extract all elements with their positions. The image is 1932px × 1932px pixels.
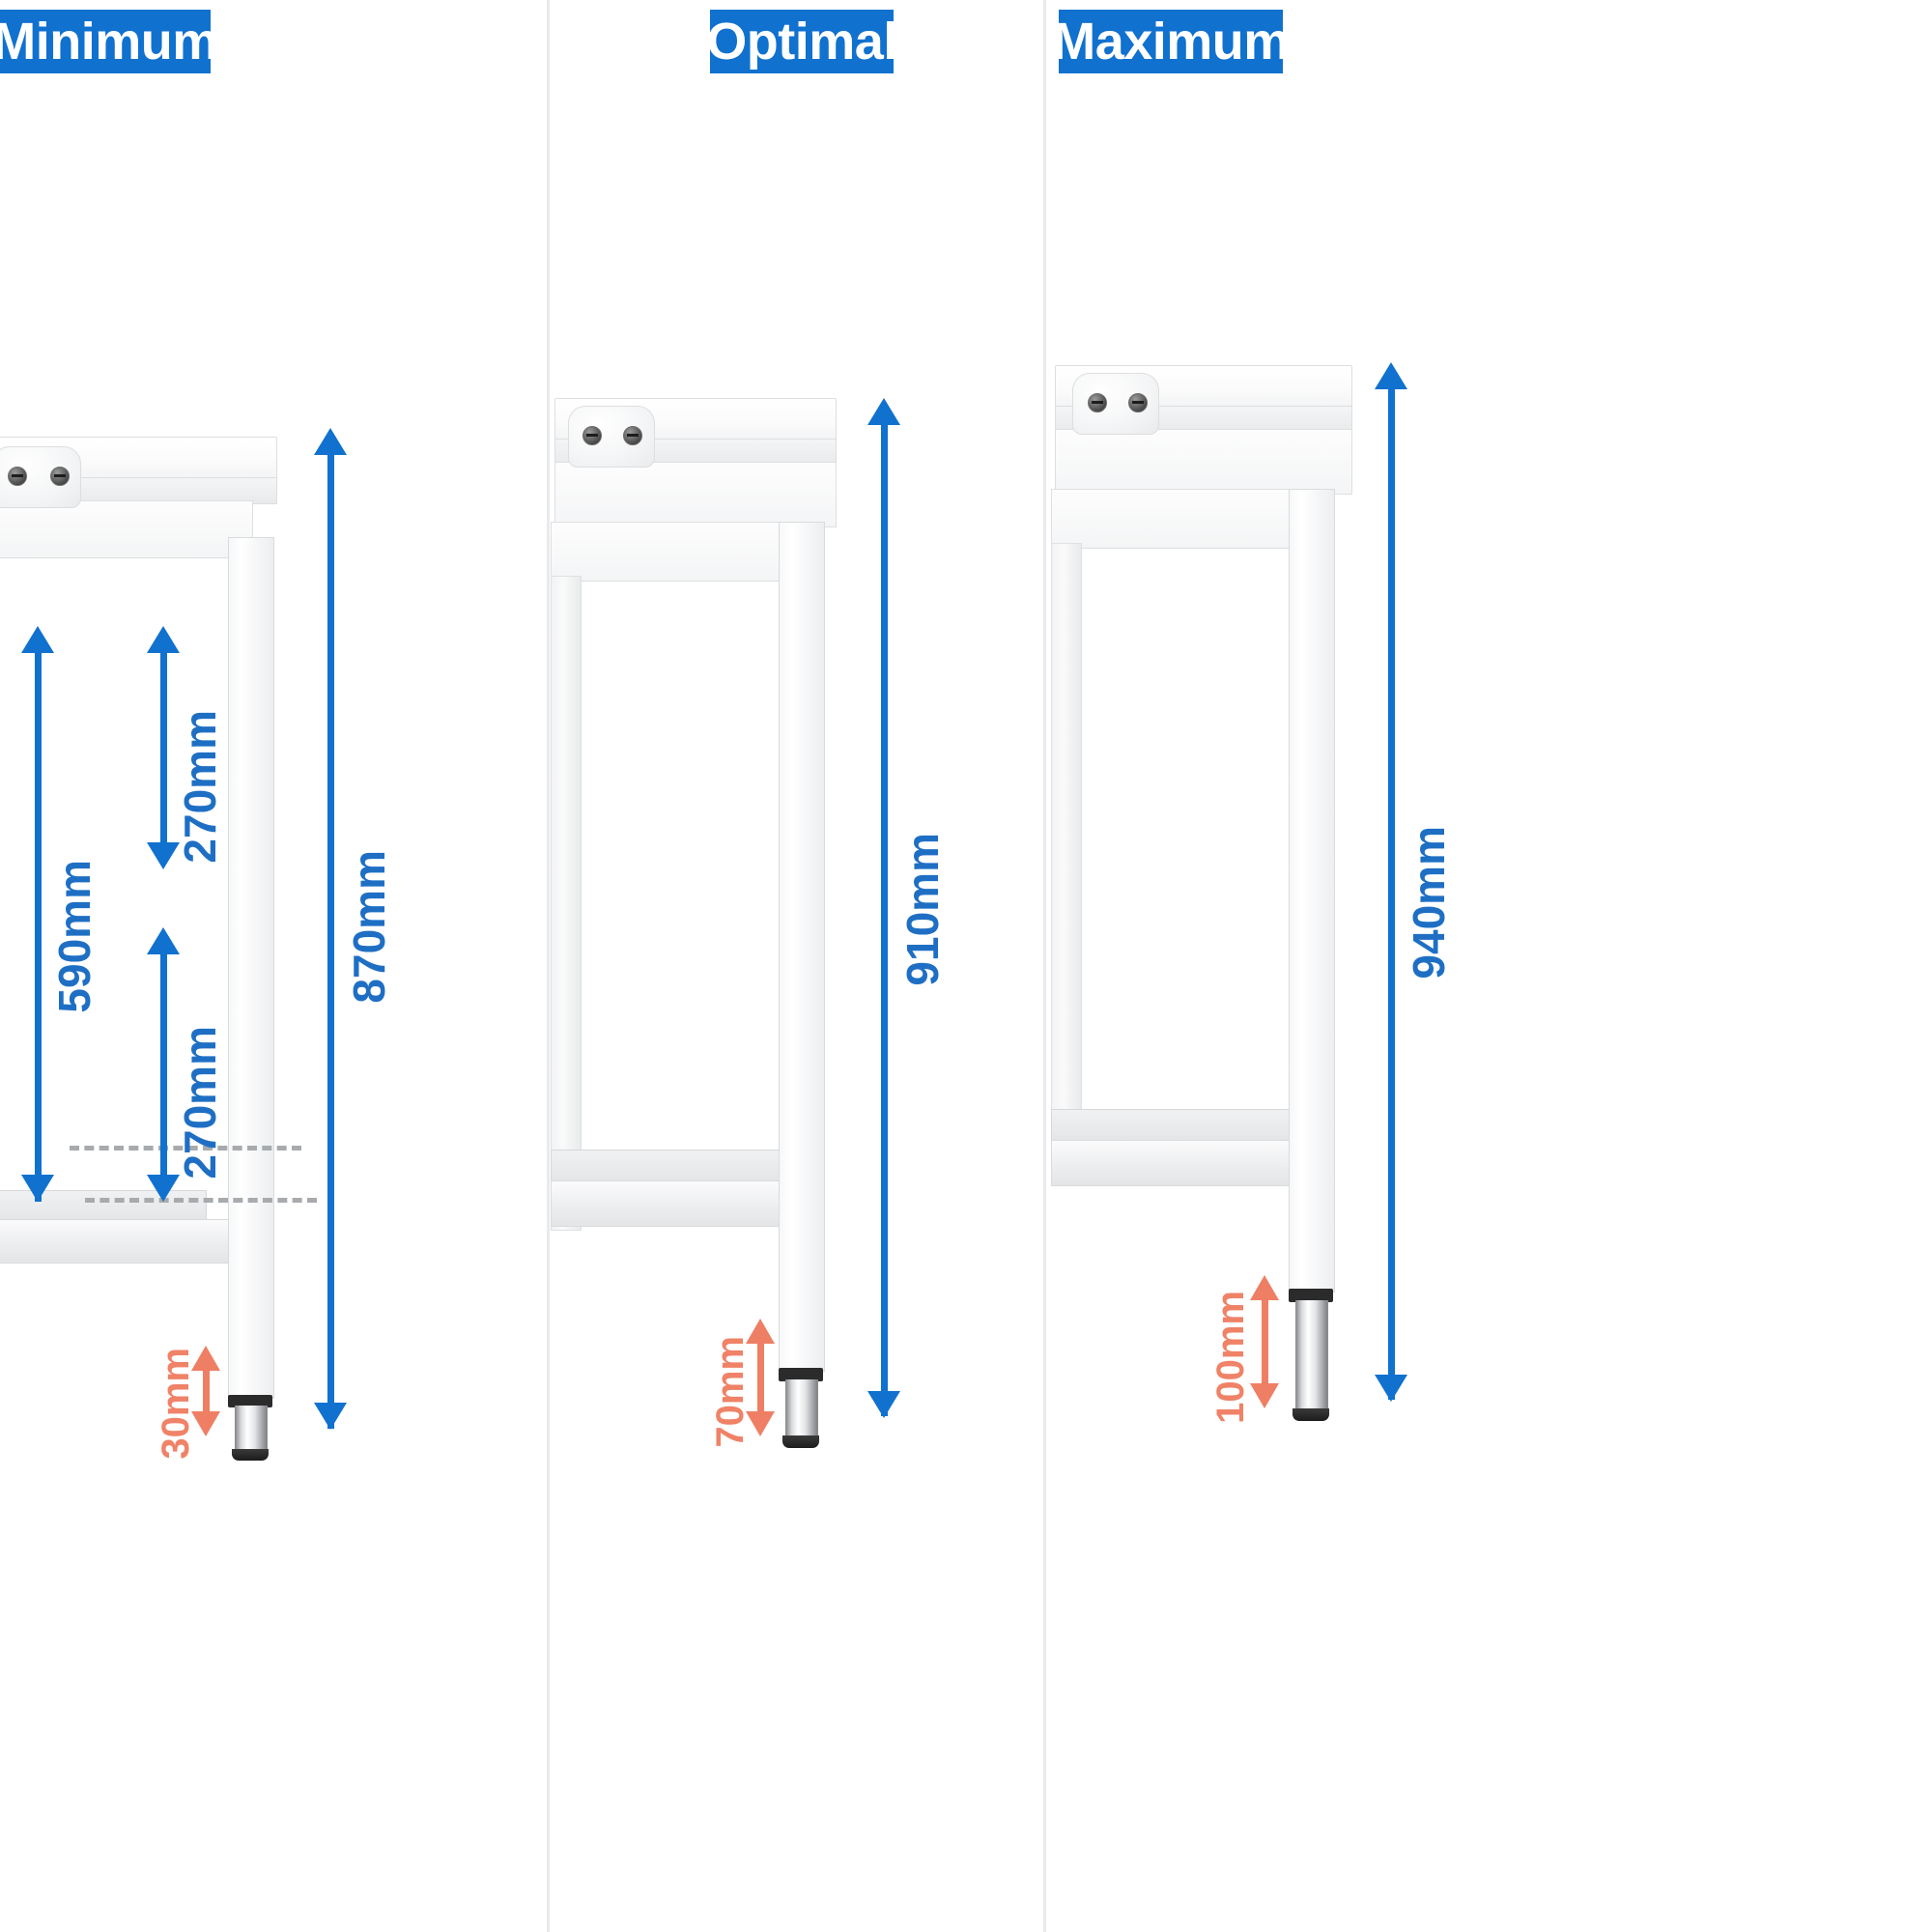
table-leg-maximum xyxy=(1289,489,1335,1293)
arrow-head-down xyxy=(1250,1383,1279,1408)
arrow-head-down xyxy=(147,842,180,869)
dimension-line-590 xyxy=(35,649,42,1202)
arrow-head-down xyxy=(746,1411,775,1436)
arrow-head-up xyxy=(21,626,54,653)
dimension-line-foot-100 xyxy=(1262,1296,1268,1387)
bracket-screw xyxy=(50,467,70,486)
dimension-line-foot-70 xyxy=(757,1340,764,1415)
arrow-head-down xyxy=(867,1391,900,1418)
arrow-head-up xyxy=(191,1346,220,1371)
dimension-label-total-height: 870mm xyxy=(344,850,394,1004)
panel-divider-2 xyxy=(1043,0,1046,1932)
reference-line-upper xyxy=(70,1146,301,1151)
bracket-screw xyxy=(1088,393,1107,412)
bracket-screw xyxy=(1128,393,1148,412)
dimension-line-total-910 xyxy=(881,421,888,1416)
dimension-label-foot-extension: 70mm xyxy=(709,1336,752,1448)
arrow-head-down xyxy=(1375,1375,1407,1402)
dimension-label-total-height: 910mm xyxy=(897,833,948,986)
dimension-label-foot-extension: 100mm xyxy=(1209,1291,1252,1424)
dimension-line-270-upper xyxy=(160,649,167,848)
panel-badge-optimal: Optimal xyxy=(706,10,897,73)
table-leg-optimal xyxy=(779,522,825,1372)
panel-badge-maximum: Maximum xyxy=(1052,10,1290,73)
reference-line-lower xyxy=(85,1198,317,1203)
arrow-head-up xyxy=(147,927,180,954)
bracket-screw xyxy=(582,426,602,445)
dimension-label-clear-height: 590mm xyxy=(49,860,99,1013)
panel-divider-1 xyxy=(547,0,550,1932)
dimension-label-foot-extension: 30mm xyxy=(155,1348,197,1460)
arrow-head-up xyxy=(746,1319,775,1344)
bracket-screw xyxy=(623,426,642,445)
dimension-line-foot-30 xyxy=(203,1367,210,1415)
arrow-head-up xyxy=(147,626,180,653)
arrow-head-up xyxy=(1250,1275,1279,1300)
dimension-label-270-lower: 270mm xyxy=(175,1026,225,1179)
dimension-line-270-lower xyxy=(160,951,167,1180)
dimension-line-total-870 xyxy=(327,451,334,1429)
table-leg-minimum xyxy=(228,537,274,1399)
dimension-label-total-height: 940mm xyxy=(1404,826,1454,980)
arrow-head-up xyxy=(1375,362,1407,389)
dimension-line-total-940 xyxy=(1388,385,1395,1400)
dimension-label-270-upper: 270mm xyxy=(175,710,225,864)
bracket-screw xyxy=(8,467,27,486)
arrow-head-up xyxy=(314,428,347,455)
arrow-head-down xyxy=(147,1175,180,1202)
arrow-head-down xyxy=(191,1411,220,1436)
panel-badge-minimum: Minimum xyxy=(0,10,218,73)
arrow-head-down xyxy=(21,1175,54,1202)
arrow-head-down xyxy=(314,1403,347,1430)
arrow-head-up xyxy=(867,398,900,425)
